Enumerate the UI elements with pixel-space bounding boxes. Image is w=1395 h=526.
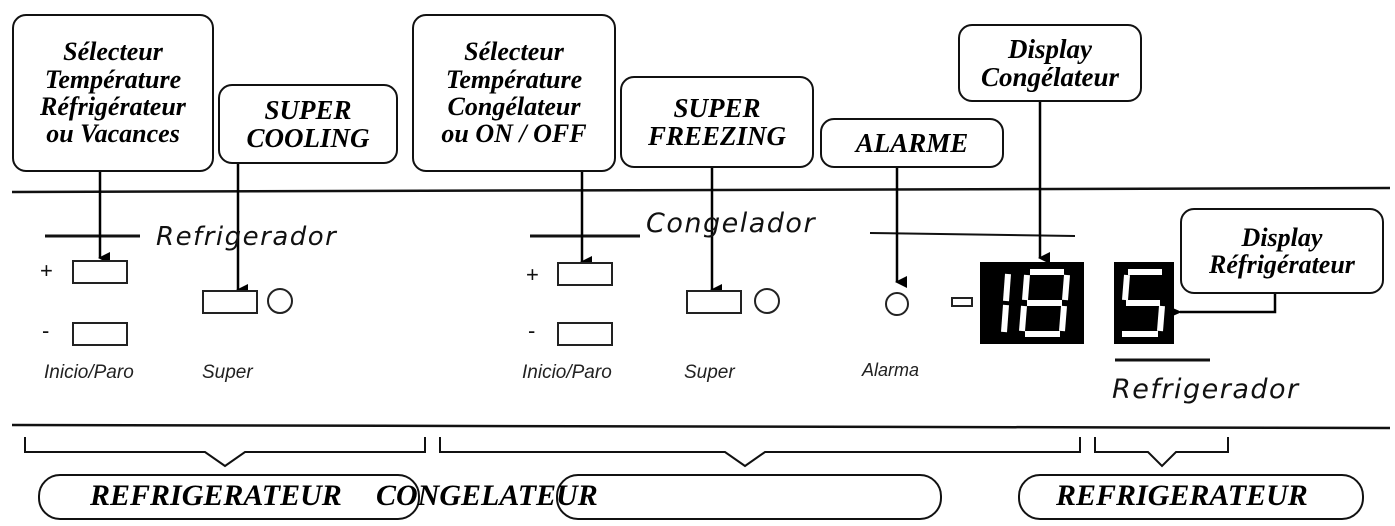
brace-refrigerateur: [24, 437, 426, 468]
ref-minus-sign: -: [42, 318, 50, 343]
bottom-box-refrigerateur-right: [1018, 474, 1364, 520]
arrow-display-ref: [1168, 293, 1277, 318]
super-freezing-button[interactable]: [686, 290, 742, 314]
cong-plus-sign: +: [526, 262, 539, 287]
ref-inicio-paro-label: Inicio/Paro: [44, 362, 134, 383]
bottom-label-congelateur: CONGELATEUR: [376, 479, 598, 512]
bottom-box-refrigerateur: [38, 474, 420, 520]
callout-ref-temp-selector: Sélecteur Température Réfrigérateur ou V…: [12, 14, 214, 172]
bottom-label-refrigerateur-right: REFRIGERATEUR: [1056, 479, 1308, 512]
callout-display-refrigerateur: Display Réfrigérateur: [1180, 208, 1384, 294]
ref-temp-plus-button[interactable]: [72, 260, 128, 284]
super-cooling-led: [267, 288, 293, 314]
alarm-led: [885, 292, 909, 316]
ref-plus-sign: +: [40, 258, 53, 283]
fridge-display: 5: [1114, 262, 1174, 344]
alarm-indicator-dash: [951, 297, 973, 307]
freezer-display-digits: [1001, 269, 1070, 337]
cong-minus-sign: -: [528, 318, 536, 343]
heading-refrigerador-bottom: Refrigerador: [1112, 374, 1300, 405]
heading-congelador: Congelador: [646, 208, 817, 239]
freezer-display: 18: [980, 262, 1084, 344]
ref-super-label: Super: [202, 362, 253, 383]
panel-top-rule: [11, 186, 1391, 194]
super-cooling-button[interactable]: [202, 290, 258, 314]
alarma-label: Alarma: [862, 360, 920, 380]
cong-temp-plus-button[interactable]: [557, 262, 613, 286]
fridge-display-digit: [1122, 269, 1165, 337]
brace-congelateur: [439, 437, 1081, 468]
bottom-box-congelateur: [556, 474, 942, 520]
callout-alarme: ALARME: [820, 118, 1004, 168]
cong-inicio-paro-label: Inicio/Paro: [522, 362, 612, 383]
heading-refrigerador: Refrigerador: [156, 222, 338, 252]
bottom-label-refrigerateur: REFRIGERATEUR: [90, 479, 342, 512]
brace-refrigerateur-right: [1094, 437, 1229, 468]
cong-temp-minus-button[interactable]: [557, 322, 613, 346]
ref-temp-minus-button[interactable]: [72, 322, 128, 346]
super-freezing-led: [754, 288, 780, 314]
cong-super-label: Super: [684, 362, 735, 383]
callout-cong-temp-selector: Sélecteur Température Congélateur ou ON …: [412, 14, 616, 172]
callout-super-cooling: SUPER COOLING: [218, 84, 398, 164]
panel-bottom-rule: [11, 423, 1391, 430]
callout-display-congelateur: Display Congélateur: [958, 24, 1142, 102]
callout-super-freezing: SUPER FREEZING: [620, 76, 814, 168]
